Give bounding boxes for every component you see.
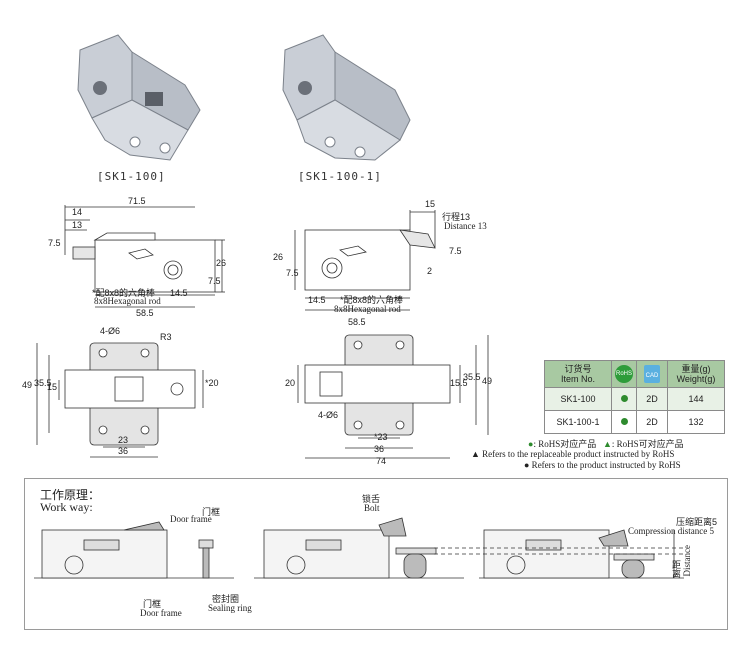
travel-en: Distance 13	[444, 221, 487, 231]
cad-cell: 2D	[636, 387, 668, 411]
weight-cell: 144	[667, 387, 725, 411]
compression-cn: 压缩距离5	[676, 517, 718, 527]
dim-7-5b: 7.5	[286, 268, 299, 278]
dim-36: 36	[374, 444, 385, 454]
distance-cn: 距离	[671, 560, 681, 578]
radius-r3: R3	[160, 332, 172, 342]
drawing-right-top	[297, 334, 489, 459]
dim-71-5: 71.5	[128, 196, 146, 206]
work-way-title-cn: 工作原理：	[40, 488, 101, 502]
work-way-diagram	[34, 517, 684, 579]
dim-15: 15	[47, 382, 58, 392]
dim-2: 2	[427, 266, 433, 276]
dim-14-5: 14.5	[308, 295, 326, 305]
dim-14-5: 14.5	[170, 288, 188, 298]
table-row: SK1-100-1 2D 132	[544, 410, 725, 434]
dim-23: 23	[118, 435, 129, 445]
dim-49: 49	[22, 380, 33, 390]
legend-replace-en: ▲ Refers to the replaceable product inst…	[471, 449, 675, 459]
dim-26: 26	[273, 252, 284, 262]
door-frame-cn: 门框	[202, 507, 221, 517]
hex-rod-en: 8x8Hexagonal rod	[334, 304, 401, 314]
compression-en: Compression distance 5	[628, 526, 714, 536]
rohs-dot: ●	[528, 439, 534, 449]
product-photo-sk1-100-1	[282, 34, 411, 161]
spec-table: 订货号 Item No. RoHS CAD 重量(g) Weight(g) SK…	[544, 360, 725, 434]
drawing-right-front	[294, 210, 436, 311]
hex-rod-cn: *配8x8的六角棒	[340, 295, 404, 305]
hex-rod-en: 8x8Hexagonal rod	[94, 296, 161, 306]
rohs-dot-icon	[620, 418, 628, 425]
door-frame-en: Door frame	[170, 514, 212, 524]
work-way-section	[24, 478, 728, 630]
item-cell: SK1-100	[544, 387, 612, 411]
dim-15-5: 15.5	[450, 378, 468, 388]
dim-23: *23	[374, 432, 388, 442]
work-way-title-en: Work way:	[40, 500, 93, 514]
dim-15: 15	[425, 199, 436, 209]
legend-replace-cn: : RoHS可对应产品	[611, 439, 684, 449]
triangle-icon: ▲	[602, 439, 612, 449]
cad-icon: CAD	[644, 365, 660, 383]
dim-35-5: 35.5	[34, 378, 52, 388]
dim-49: 49	[482, 376, 493, 386]
holes-4-d6: 4-Ø6	[318, 410, 339, 420]
col-cad-header: CAD	[636, 360, 668, 388]
dim-7-5: 7.5	[449, 246, 462, 256]
rohs-cell	[611, 410, 637, 434]
drawing-left-top	[36, 342, 204, 458]
col-weight-header: 重量(g) Weight(g)	[667, 360, 725, 388]
dim-35-5: 35.5	[463, 372, 481, 382]
dim-36: 36	[118, 446, 129, 456]
hex-rod-cn: *配8x8的六角棒	[92, 288, 156, 298]
col-item-en: Item No.	[560, 374, 595, 384]
rohs-dot-icon	[620, 395, 628, 402]
sealing-ring-cn: 密封圈	[212, 594, 240, 604]
door-frame2-cn: 门框	[143, 599, 162, 609]
dim-7-5: 7.5	[48, 238, 61, 248]
holes-4-d6: 4-Ø6	[100, 326, 121, 336]
travel-cn: 行程13	[442, 212, 471, 222]
cad-cell: 2D	[636, 410, 668, 434]
sealing-ring-en: Sealing ring	[208, 603, 252, 613]
weight-cell: 132	[667, 410, 725, 434]
dim-13: 13	[72, 220, 83, 230]
legend-rohs-cn: : RoHS对应产品	[533, 439, 597, 449]
col-weight-cn: 重量(g)	[681, 364, 711, 374]
rohs-icon: RoHS	[615, 365, 633, 383]
product-photo-sk1-100	[77, 34, 201, 161]
door-frame2-en: Door frame	[140, 608, 182, 618]
col-rohs-header: RoHS	[611, 360, 637, 388]
col-weight-en: Weight(g)	[676, 374, 716, 384]
dim-26: 26	[216, 258, 227, 268]
bolt-cn: 锁舌	[362, 494, 381, 504]
drawing-left-front	[64, 205, 225, 308]
dim-20: *20	[205, 378, 219, 388]
distance-en: Distance	[682, 545, 692, 577]
dim-74: 74	[376, 456, 387, 466]
dim-58-5: 58.5	[136, 308, 154, 318]
legend-rohs-en: ● Refers to the product instructed by Ro…	[524, 460, 681, 470]
spec-table-header: 订货号 Item No. RoHS CAD 重量(g) Weight(g)	[544, 360, 725, 388]
dim-20: 20	[285, 378, 296, 388]
bolt-en: Bolt	[364, 503, 380, 513]
dim-7-5b: 7.5	[208, 276, 221, 286]
dim-14: 14	[72, 207, 83, 217]
caption-sk1-100: [SK1-100]	[97, 170, 166, 183]
legend-rohs-cn-line: ●: RoHS对应产品 ▲: RoHS可对应产品	[528, 437, 684, 450]
item-cell: SK1-100-1	[544, 410, 612, 434]
table-row: SK1-100 2D 144	[544, 387, 725, 411]
col-item-cn: 订货号	[564, 364, 592, 374]
caption-sk1-100-1: [SK1-100-1]	[298, 170, 382, 183]
dim-58-5: 58.5	[348, 317, 366, 327]
rohs-cell	[611, 387, 637, 411]
col-item-header: 订货号 Item No.	[544, 360, 612, 388]
